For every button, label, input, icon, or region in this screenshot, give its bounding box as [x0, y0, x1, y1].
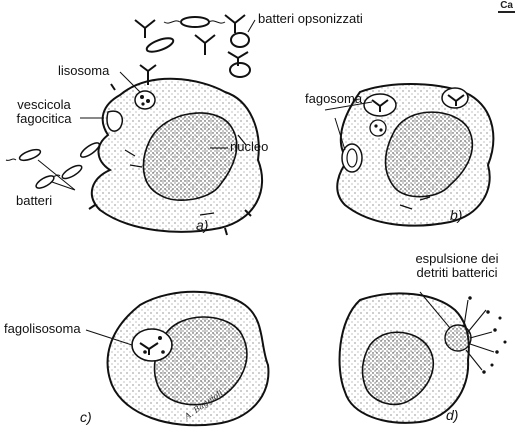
panel-label-c: c) [80, 410, 92, 425]
label-fagolisosoma: fagolisosoma [4, 322, 81, 336]
cell-a-vesicle [107, 111, 122, 131]
cell-c-phagolysosome [132, 329, 172, 361]
cell-a-lysosome [135, 91, 155, 109]
opsonized-bacteria [135, 15, 250, 85]
cell-d-debris-vesicle [445, 325, 471, 351]
corner-mark: Ca [498, 0, 515, 13]
panel-label-b: b) [450, 208, 462, 223]
cell-c [108, 292, 269, 425]
label-espulsione: espulsione dei detriti batterici [398, 252, 516, 279]
cell-d [340, 293, 506, 422]
panel-label-d: d) [446, 408, 458, 423]
label-batteri: batteri [16, 194, 52, 208]
label-nucleo: nucleo [230, 140, 268, 154]
label-lisosoma: lisosoma [58, 64, 109, 78]
label-vescicola-fagocitica: vescicola fagocitica [4, 98, 84, 125]
cell-a [89, 79, 262, 235]
label-fagosoma: fagosoma [305, 92, 362, 106]
panel-label-a: a) [196, 218, 208, 233]
cell-b-phagosome-3 [342, 144, 362, 172]
label-batteri-opsonizzati: batteri opsonizzati [258, 12, 363, 26]
